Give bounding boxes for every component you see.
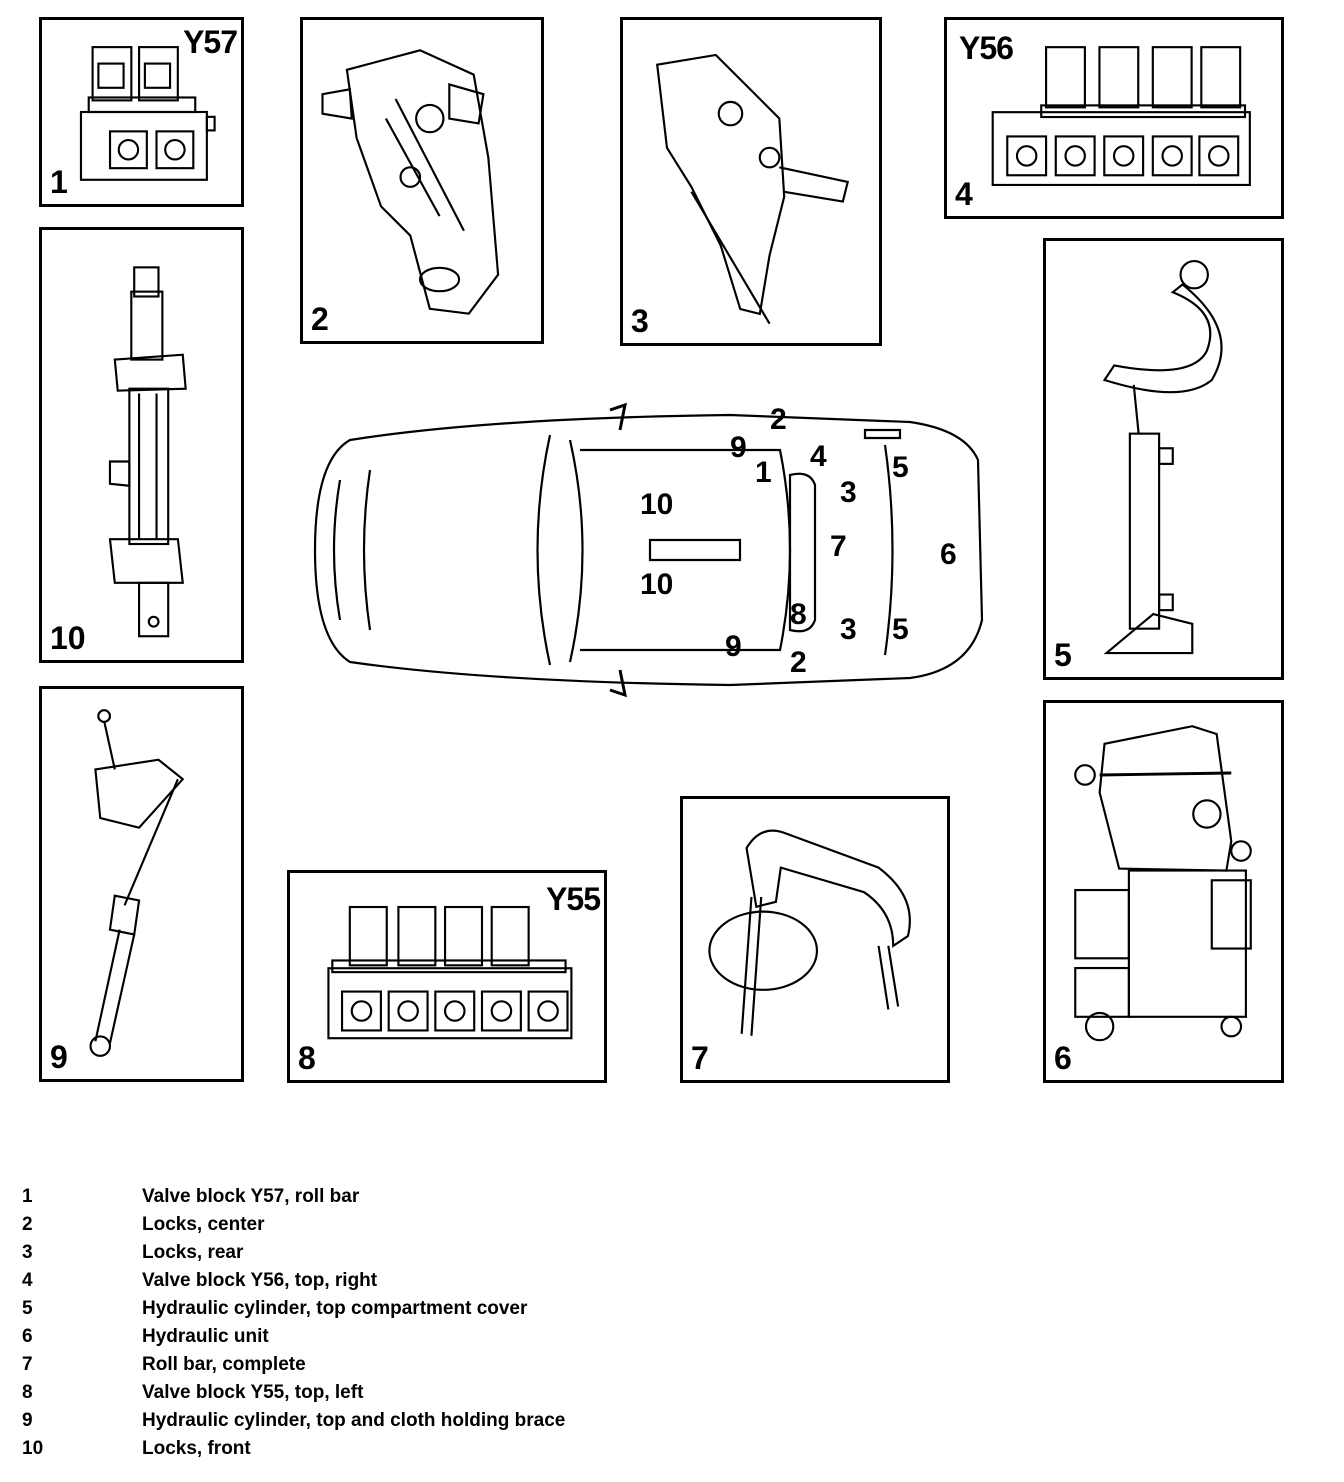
callout-9-bottom: 9 <box>725 630 742 663</box>
car-top-view-drawing <box>313 402 984 698</box>
legend: 1 Valve block Y57, roll bar 2 Locks, cente… <box>20 1183 720 1463</box>
panel-4-valve-block-y56: Y56 4 <box>944 17 1284 219</box>
callout-1: 1 <box>755 456 772 489</box>
rear-lock-illustration <box>656 53 850 325</box>
panel-10-front-lock: 10 <box>39 227 244 663</box>
legend-text: Valve block Y55, top, left <box>142 1382 364 1403</box>
panel-5-hydraulic-cylinder-cover: 5 <box>1043 238 1284 680</box>
panel-1-number: 1 <box>50 164 68 200</box>
callout-7: 7 <box>830 530 847 563</box>
legend-text: Hydraulic unit <box>142 1326 269 1347</box>
panel-2-center-lock: 2 <box>300 17 544 344</box>
valve-block-y57-illustration <box>79 46 216 181</box>
callout-10-b: 10 <box>640 568 674 601</box>
hydraulic-cylinder-brace-illustration <box>89 709 185 1057</box>
legend-text: Valve block Y56, top, right <box>142 1270 378 1291</box>
legend-text: Locks, center <box>142 1214 265 1235</box>
panel-10-number: 10 <box>50 620 86 656</box>
legend-row: 8 Valve block Y55, top, left <box>20 1379 720 1407</box>
callout-8: 8 <box>790 598 807 631</box>
panel-8-valve-block-y55: Y55 8 <box>287 870 607 1083</box>
legend-row: 2 Locks, center <box>20 1211 720 1239</box>
legend-row: 7 Roll bar, complete <box>20 1351 720 1379</box>
valve-block-y55-illustration <box>327 905 573 1040</box>
panel-6-hydraulic-unit: 6 <box>1043 700 1284 1083</box>
panel-9-hydraulic-cylinder-brace: 9 <box>39 686 244 1082</box>
panel-1-valve-block-y57: Y57 1 <box>39 17 244 207</box>
legend-number: 5 <box>22 1298 33 1319</box>
legend-number: 3 <box>22 1242 33 1263</box>
callout-4: 4 <box>810 440 827 473</box>
callout-5-bottom: 5 <box>892 613 909 646</box>
car-top-view: 2 9 1 4 5 3 10 7 6 10 8 3 5 9 2 <box>310 400 990 700</box>
callout-10-a: 10 <box>640 488 674 521</box>
legend-row: 6 Hydraulic unit <box>20 1323 720 1351</box>
panel-4-tag: Y56 <box>959 30 1014 66</box>
hydraulic-unit-illustration <box>1074 725 1252 1042</box>
panel-1-tag: Y57 <box>183 24 238 60</box>
panel-3-rear-lock: 3 <box>620 17 882 346</box>
legend-number: 6 <box>22 1326 33 1347</box>
panel-4-number: 4 <box>955 176 973 212</box>
legend-row: 4 Valve block Y56, top, right <box>20 1267 720 1295</box>
callout-3-top: 3 <box>840 476 857 509</box>
callout-2-bottom: 2 <box>790 646 807 679</box>
callout-3-bottom: 3 <box>840 613 857 646</box>
center-lock-illustration <box>321 49 500 315</box>
panel-8-number: 8 <box>298 1040 316 1076</box>
callout-6: 6 <box>940 538 957 571</box>
legend-text: Roll bar, complete <box>142 1354 306 1375</box>
legend-number: 1 <box>22 1186 33 1207</box>
legend-text: Locks, rear <box>142 1242 244 1263</box>
roll-bar-illustration <box>708 829 911 1036</box>
legend-row: 5 Hydraulic cylinder, top compartment cov… <box>20 1295 720 1323</box>
callout-9-top: 9 <box>730 431 747 464</box>
legend-row: 1 Valve block Y57, roll bar <box>20 1183 720 1211</box>
legend-row: 3 Locks, rear <box>20 1239 720 1267</box>
panel-5-number: 5 <box>1054 637 1072 673</box>
panel-7-number: 7 <box>691 1040 709 1076</box>
panel-2-number: 2 <box>311 301 329 337</box>
panel-7-roll-bar: 7 <box>680 796 950 1083</box>
hydraulic-cylinder-cover-illustration <box>1102 259 1223 655</box>
panel-3-number: 3 <box>631 303 649 339</box>
front-lock-illustration <box>108 266 187 638</box>
legend-text: Locks, front <box>142 1438 251 1459</box>
legend-number: 4 <box>22 1270 33 1291</box>
panel-8-tag: Y55 <box>546 881 601 917</box>
valve-block-y56-illustration <box>991 46 1251 187</box>
legend-number: 8 <box>22 1382 33 1403</box>
panel-9-number: 9 <box>50 1039 68 1075</box>
legend-text: Hydraulic cylinder, top and cloth holdin… <box>142 1410 566 1431</box>
legend-number: 10 <box>22 1438 44 1459</box>
legend-number: 7 <box>22 1354 33 1375</box>
callout-2-top: 2 <box>770 403 787 436</box>
legend-row: 10 Locks, front <box>20 1435 720 1463</box>
legend-number: 2 <box>22 1214 33 1235</box>
callout-5-top: 5 <box>892 451 909 484</box>
legend-text: Valve block Y57, roll bar <box>142 1186 360 1207</box>
panel-6-number: 6 <box>1054 1040 1072 1076</box>
legend-row: 9 Hydraulic cylinder, top and cloth holdi… <box>20 1407 720 1435</box>
legend-number: 9 <box>22 1410 33 1431</box>
legend-text: Hydraulic cylinder, top compartment cove… <box>142 1298 528 1319</box>
